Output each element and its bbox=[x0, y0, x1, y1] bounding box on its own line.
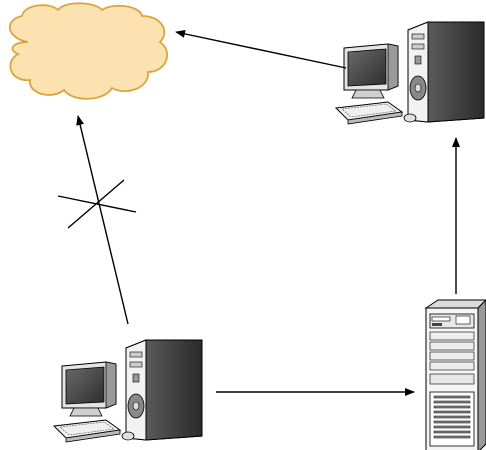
tower-server bbox=[426, 300, 486, 450]
local-computer bbox=[54, 340, 202, 442]
desktop-computer-icon bbox=[54, 340, 202, 442]
cross-mark-icon bbox=[58, 180, 136, 228]
edge-local-to-internet bbox=[78, 116, 128, 324]
tower-server-icon bbox=[426, 300, 486, 450]
remote-computer bbox=[336, 22, 484, 124]
internet-cloud bbox=[10, 3, 167, 99]
cloud-icon bbox=[10, 3, 167, 99]
edge-remote-to-internet bbox=[176, 32, 346, 68]
desktop-computer-icon bbox=[336, 22, 484, 124]
